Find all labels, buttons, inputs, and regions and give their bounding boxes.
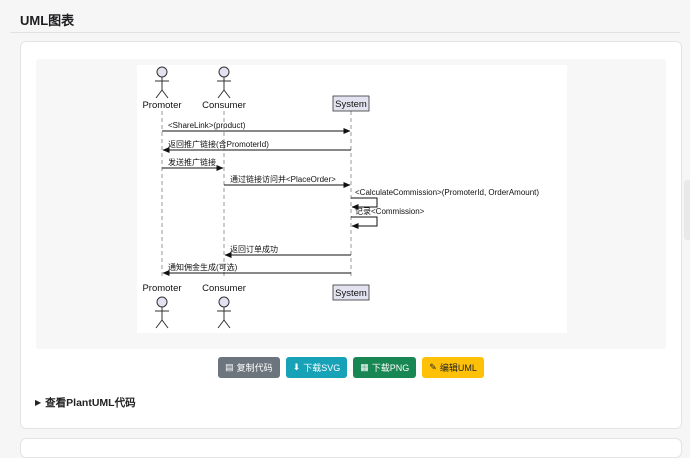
- pencil-icon: ✎: [429, 362, 437, 372]
- message-label-6: 记录<Commission>: [355, 207, 425, 216]
- actor-leg-right-promoter-bottom: [161, 319, 169, 329]
- actor-leg-left-promoter-top: [155, 89, 163, 99]
- actor-leg-left-consumer-top: [217, 89, 225, 99]
- next-card: [20, 438, 682, 458]
- edit-uml-button[interactable]: ✎ 编辑UML: [422, 357, 484, 378]
- actor-leg-left-consumer-bottom: [217, 319, 225, 329]
- image-icon: ▦: [360, 362, 369, 372]
- divider: [10, 32, 680, 33]
- download-icon: ⬇: [292, 362, 301, 372]
- actor-head-consumer-top: [218, 66, 230, 78]
- download-svg-label: 下载SVG: [303, 363, 341, 373]
- copy-code-label: 复制代码: [236, 363, 273, 373]
- download-png-button[interactable]: ▦ 下载PNG: [353, 357, 417, 378]
- participant-box-system-bottom: [332, 284, 370, 301]
- message-label-3: 发送推广链接: [168, 157, 216, 167]
- copy-code-button[interactable]: ▤ 复制代码: [218, 357, 280, 378]
- actor-head-promoter-top: [156, 66, 168, 78]
- message-label-5: <CalculateCommission>(PromoterId, OrderA…: [355, 188, 539, 197]
- sequence-diagram-svg: PromoterPromoterConsumerConsumerSystemSy…: [142, 66, 539, 329]
- actor-leg-right-promoter-top: [161, 89, 169, 99]
- message-label-2: 返回推广链接(含PromoterId): [168, 139, 269, 149]
- action-buttons: ▤ 复制代码 ⬇ 下载SVG ▦ 下载PNG ✎ 编辑UML: [21, 357, 681, 378]
- participant-label-system-top: System: [335, 99, 367, 110]
- plantuml-code-toggle[interactable]: ▶ 查看PlantUML代码: [35, 395, 136, 410]
- download-png-label: 下载PNG: [371, 363, 410, 373]
- participant-label-promoter-top: Promoter: [142, 100, 181, 111]
- triangle-right-icon: ▶: [35, 398, 42, 407]
- page-title: UML图表: [20, 13, 75, 28]
- message-arrow-6: [351, 216, 378, 229]
- participant-box-system-top: [332, 95, 370, 112]
- message-label-8: 通知佣金生成(可选): [168, 262, 238, 272]
- plantuml-code-label: 查看PlantUML代码: [45, 397, 136, 409]
- actor-leg-right-consumer-top: [223, 89, 231, 99]
- participant-label-consumer-top: Consumer: [202, 100, 246, 111]
- message-label-4: 通过链接访问并<PlaceOrder>: [230, 174, 336, 184]
- message-label-7: 返回订单成功: [230, 244, 278, 254]
- actor-head-promoter-bottom: [156, 296, 168, 308]
- message-arrow-5: [351, 197, 378, 210]
- actor-leg-left-promoter-bottom: [155, 319, 163, 329]
- participant-label-promoter-bottom: Promoter: [142, 283, 181, 294]
- clipboard-icon: ▤: [225, 362, 234, 372]
- message-label-1: <ShareLink>(product): [168, 121, 246, 130]
- download-svg-button[interactable]: ⬇ 下载SVG: [285, 357, 348, 378]
- actor-leg-right-consumer-bottom: [223, 319, 231, 329]
- participant-label-system-bottom: System: [335, 288, 367, 299]
- actor-head-consumer-bottom: [218, 296, 230, 308]
- edit-uml-label: 编辑UML: [439, 363, 477, 373]
- scroll-edge-tab[interactable]: [684, 180, 690, 240]
- participant-label-consumer-bottom: Consumer: [202, 283, 246, 294]
